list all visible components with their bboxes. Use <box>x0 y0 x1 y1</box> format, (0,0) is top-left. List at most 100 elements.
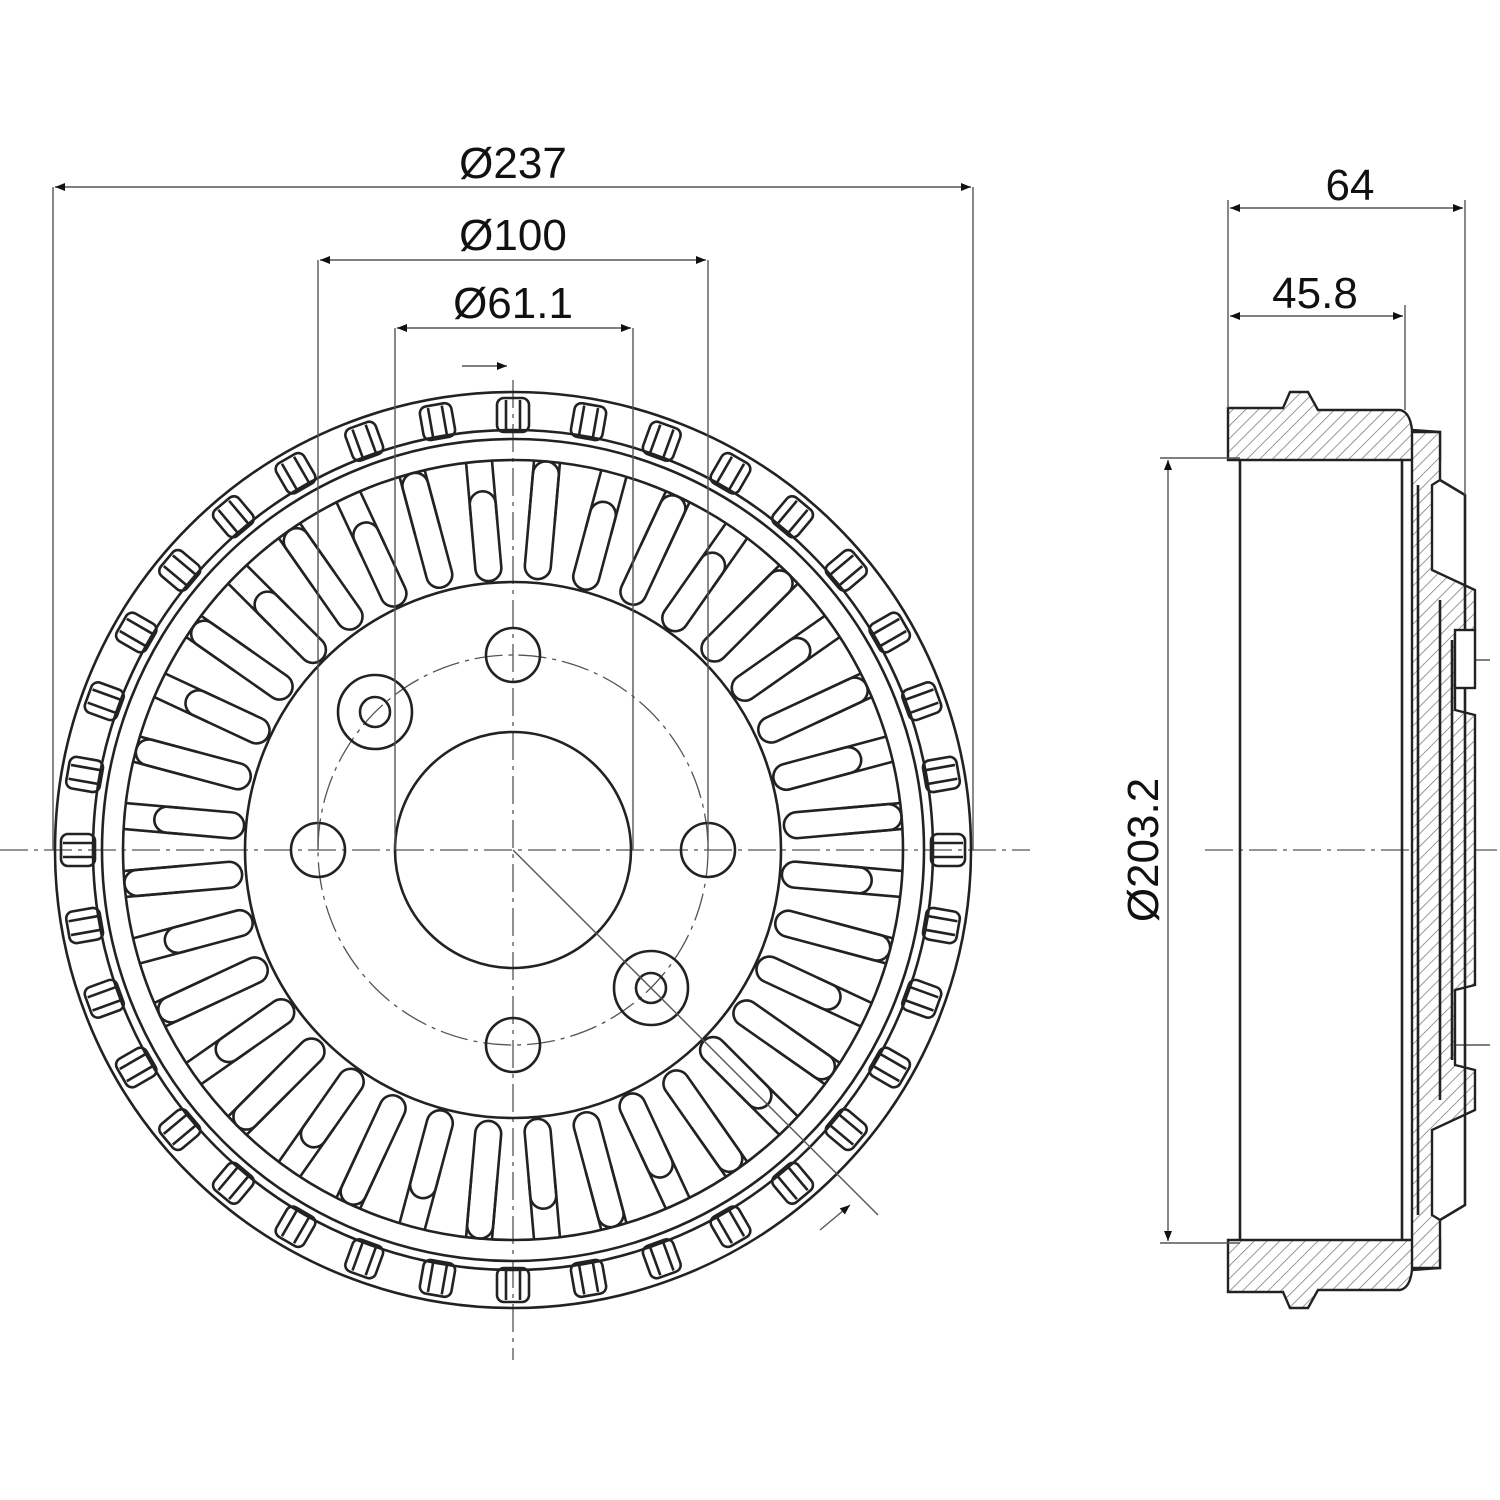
tooth-line <box>577 1264 586 1295</box>
fin-line <box>335 1143 363 1199</box>
fin-line <box>277 1112 315 1163</box>
tooth-line <box>577 405 586 436</box>
rim-tooth <box>114 1046 158 1089</box>
fin-line <box>153 695 209 724</box>
tooth-line <box>787 508 809 534</box>
fin-line <box>553 1177 562 1238</box>
screw-hole <box>336 673 414 751</box>
fin-line <box>834 760 894 779</box>
rim-tooth <box>770 495 815 539</box>
cooling-fin <box>277 1067 365 1178</box>
fin-line <box>775 1048 826 1086</box>
fin-line <box>527 1179 536 1240</box>
rim-tooth <box>274 1205 317 1249</box>
fin-outline <box>700 569 794 663</box>
cooling-fin <box>153 956 270 1028</box>
rim-tooth <box>569 401 608 442</box>
fin-line <box>423 469 442 529</box>
rim-tooth <box>900 978 943 1019</box>
fin-line <box>639 490 668 546</box>
side-section-view <box>1205 390 1500 1310</box>
tooth-outline <box>344 1237 385 1280</box>
cooling-fin <box>571 469 628 591</box>
tooth-outline <box>114 1046 158 1089</box>
cooling-fin <box>661 522 749 633</box>
tooth-outline <box>641 420 682 463</box>
fin-line <box>164 1000 220 1028</box>
tooth-line <box>162 1113 188 1135</box>
fin-line <box>132 760 192 779</box>
rim-tooth <box>64 755 105 794</box>
fin-line <box>227 582 272 627</box>
fin-outline <box>468 490 503 583</box>
tooth-outline <box>709 1205 752 1249</box>
fin-outline <box>134 738 253 791</box>
hub-circle <box>243 580 783 1120</box>
fin-outline <box>153 805 246 840</box>
tooth-outline <box>824 1107 868 1152</box>
tooth-line <box>776 499 798 525</box>
cooling-fin <box>662 1069 749 1178</box>
rim-tooth <box>114 611 158 654</box>
fin-line <box>775 614 826 652</box>
tooth-line <box>162 565 188 587</box>
fin-line <box>464 462 473 523</box>
cooling-fin <box>227 564 328 665</box>
fin-outline <box>253 590 328 665</box>
cooling-fin <box>132 908 254 965</box>
fin-line <box>153 976 209 1005</box>
tooth-outline <box>929 832 967 868</box>
tooth-outline <box>64 755 105 794</box>
tooth-line <box>92 688 122 701</box>
section-arrow <box>819 1204 851 1231</box>
outer-rim <box>53 390 973 1310</box>
tooth-line <box>351 429 364 459</box>
tooth-line <box>909 701 939 715</box>
tooth-line <box>68 777 99 786</box>
cooling-fin <box>132 735 253 791</box>
tooth-line <box>87 701 117 715</box>
fin-line <box>490 1179 499 1240</box>
rim-teeth <box>59 396 967 1304</box>
tooth-line <box>838 565 864 587</box>
tooth-line <box>440 1264 449 1295</box>
dimension-overall-height: 64 <box>1227 161 1466 495</box>
rim-tooth <box>824 548 868 593</box>
tooth-line <box>351 1241 364 1271</box>
rim-tooth <box>900 681 943 722</box>
rim-tooth <box>64 906 105 945</box>
fin-line <box>527 460 536 521</box>
fin-line <box>358 1154 387 1210</box>
fin-line <box>584 469 603 529</box>
tooth-line <box>662 1241 675 1271</box>
cooling-fin <box>185 998 296 1086</box>
rim-tooth <box>344 1237 385 1280</box>
cooling-fin <box>523 1117 562 1240</box>
cooling-fin <box>464 1119 503 1240</box>
fin-outline <box>772 745 863 792</box>
tooth-outline <box>344 420 385 463</box>
tooth-line <box>171 554 197 576</box>
tooth-outline <box>900 978 943 1019</box>
fin-outline <box>214 998 296 1064</box>
screw-hole-inner <box>358 695 392 729</box>
rim-tooth <box>274 451 317 495</box>
fin-line <box>711 1112 749 1163</box>
tooth-line <box>715 1216 734 1244</box>
fin-line <box>245 564 290 609</box>
fin-line <box>842 827 903 836</box>
rim-tooth <box>495 1266 531 1304</box>
cooling-fin <box>572 1110 628 1231</box>
cooling-fin <box>732 999 841 1086</box>
fin-line <box>639 1154 668 1210</box>
tooth-line <box>70 928 101 937</box>
fin-line <box>139 735 198 754</box>
fin-outline <box>661 551 727 633</box>
tooth-line <box>119 1052 147 1071</box>
rim-ring-inner <box>100 437 926 1263</box>
tooth-line <box>280 463 299 491</box>
tooth-outline <box>274 1205 317 1249</box>
stud-hole-section <box>1453 628 1477 690</box>
fin-outline <box>163 908 254 955</box>
